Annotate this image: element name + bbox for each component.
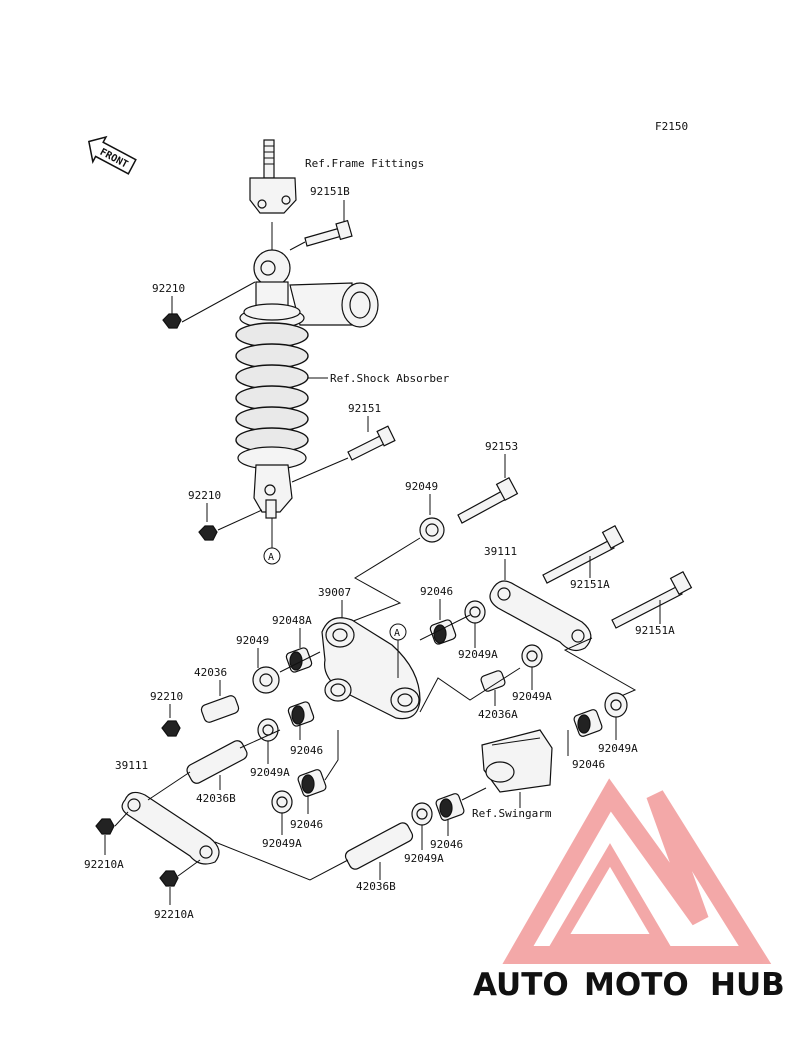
part-42036B-b-label: 42036B (356, 880, 396, 893)
nut-92210A-b (159, 870, 179, 887)
callout-a-upper-text: A (394, 628, 400, 639)
ref-swingarm: Ref.Swingarm (472, 807, 552, 820)
part-92210A-b-label: 92210A (154, 908, 194, 921)
watermark-moto: MOTO (584, 967, 689, 1003)
part-92151A-1-label: 92151A (570, 578, 610, 591)
link-39111-right (489, 580, 592, 652)
bolt-92151B (304, 219, 353, 247)
watermark-hub: HUB (710, 967, 785, 1003)
part-92049A-f-label: 92049A (404, 852, 444, 865)
part-92049A-c-label: 92049A (250, 766, 290, 779)
nut-92210-left (161, 720, 181, 737)
part-92049-b-label: 92049 (236, 634, 269, 647)
bearing-92046-c (573, 709, 603, 737)
part-92049A-a-label: 92049A (458, 648, 498, 661)
bearing-92046-b (287, 701, 315, 727)
part-92046-a-label: 92046 (420, 585, 453, 598)
part-92046-b-label: 92046 (290, 744, 323, 757)
bolt-92153 (457, 476, 519, 524)
bolt-92151A-1 (542, 524, 625, 584)
bolt-92151A-2 (611, 570, 693, 629)
swingarm-bracket (481, 729, 553, 793)
part-92210-top-label: 92210 (152, 282, 185, 295)
part-92210-left-label: 92210 (150, 690, 183, 703)
bearing-92048A (285, 647, 313, 673)
rocker-39007 (321, 617, 421, 720)
washer-92049A-c (257, 718, 279, 742)
frame-fitting-bracket (249, 139, 297, 214)
part-92151A-2-label: 92151A (635, 624, 675, 637)
part-42036-label: 42036 (194, 666, 227, 679)
washer-92049A-e (271, 790, 293, 814)
part-92151-label: 92151 (348, 402, 381, 415)
front-arrow-icon: FRONT (87, 135, 137, 175)
part-92046-e-label: 92046 (430, 838, 463, 851)
collar-42036A (480, 670, 506, 692)
collar-42036 (200, 695, 240, 723)
bearing-92046-a (429, 619, 457, 645)
bearing-92046-e (435, 793, 465, 821)
watermark-logo (502, 778, 772, 964)
part-92049A-b-label: 92049A (512, 690, 552, 703)
washer-92049A-a (464, 600, 486, 624)
part-92046-c-label: 92046 (572, 758, 605, 771)
washer-92049-b (252, 666, 280, 694)
part-42036B-a-label: 42036B (196, 792, 236, 805)
shock-absorber (235, 249, 379, 519)
part-92048A-label: 92048A (272, 614, 312, 627)
ref-shock-absorber: Ref.Shock Absorber (330, 372, 450, 385)
part-42036A-label: 42036A (478, 708, 518, 721)
nut-92210-top (162, 313, 182, 329)
part-92153-label: 92153 (485, 440, 518, 453)
washer-92049A-f (411, 802, 433, 826)
callout-a-lower-text: A (268, 552, 274, 563)
figure-code: F2150 (655, 120, 688, 133)
link-39111-left (121, 791, 220, 865)
collar-42036B-a (186, 740, 248, 784)
part-92210A-a-label: 92210A (84, 858, 124, 871)
washer-92049A-d (604, 692, 628, 718)
ref-frame-fittings: Ref.Frame Fittings (305, 157, 424, 170)
part-92210-mid-label: 92210 (188, 489, 221, 502)
part-39007-label: 39007 (318, 586, 351, 599)
part-92151B-label: 92151B (310, 185, 350, 198)
bolt-92151 (347, 425, 396, 461)
part-92049A-e-label: 92049A (262, 837, 302, 850)
watermark-auto: AUTO (473, 967, 569, 1003)
callout-a-lower (263, 547, 281, 565)
nut-92210A-a (95, 818, 115, 835)
washer-92049-a (419, 517, 445, 543)
collar-42036B-b (344, 822, 414, 870)
part-92049-a-label: 92049 (405, 480, 438, 493)
watermark-text: AUTO MOTO HUB (473, 967, 785, 1003)
part-92046-d-label: 92046 (290, 818, 323, 831)
bearing-92046-d (297, 769, 327, 797)
nut-92210-mid (198, 525, 218, 541)
part-39111-left-label: 39111 (115, 759, 148, 772)
washer-92049A-b (521, 644, 543, 668)
part-39111-right-label: 39111 (484, 545, 517, 558)
part-92049A-d-label: 92049A (598, 742, 638, 755)
